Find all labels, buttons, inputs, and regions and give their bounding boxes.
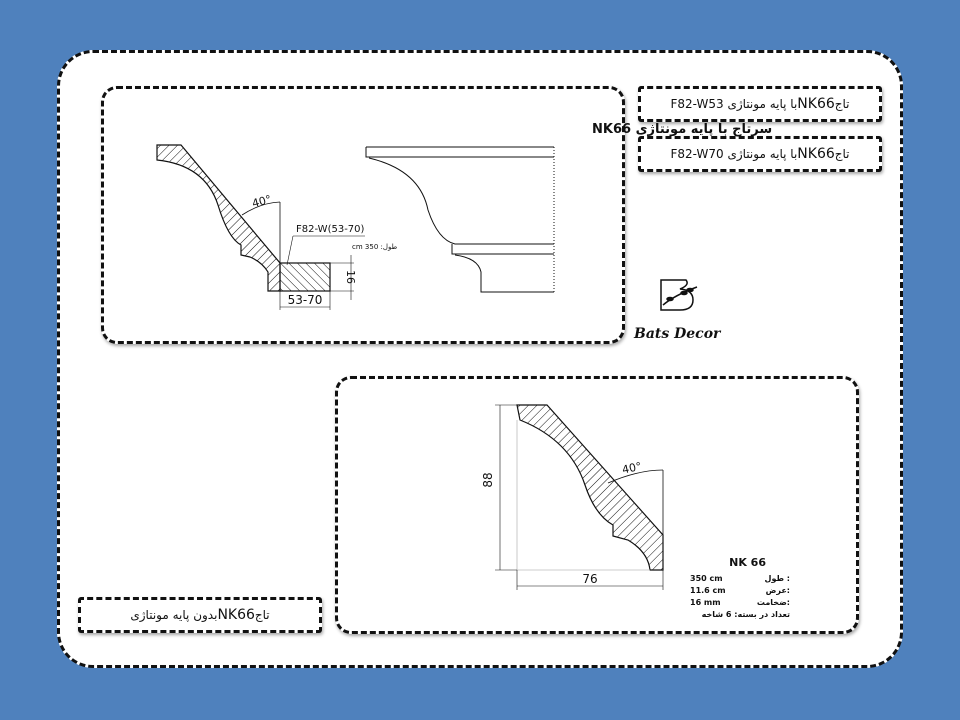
spec-label: عرض: [765,586,790,595]
length-note: طول: 350 cm [352,243,398,251]
top-drawing-panel [101,86,625,344]
spec-row: 16 mm ضخامت: [690,597,790,609]
bats-decor-logo-icon [660,279,698,311]
angle-label-bottom: 40° [621,460,643,477]
angle-label: 40° [251,193,273,211]
label-code: NK66 [217,607,255,623]
spec-table: 350 cm طول : 11.6 cm عرض: 16 mm ضخامت: تعدا… [690,573,790,621]
spec-row: 350 cm طول : [690,573,790,585]
package-note: تعداد در بسته: 6 شاخه [701,610,790,619]
logo-text: Bats Decor [634,326,721,342]
spec-value: 16 mm [690,598,721,607]
base-section [279,262,331,292]
drawing-title: سرتاج با پایه مونتاژی NK66 [592,122,772,137]
spec-value: 11.6 cm [690,586,726,595]
model-name: NK 66 [729,556,766,569]
height-dim-bottom: 88 [481,472,495,487]
label-prefix: تاج [254,608,270,622]
label-suffix: بدون پایه مونتاژی [130,608,218,622]
crown-profile-section [156,144,281,292]
label-code: NK66 [797,96,835,112]
crown-elevation [365,146,555,293]
spec-value: 350 cm [690,574,723,583]
label-code: NK66 [797,146,835,162]
label-prefix: تاج [834,97,850,111]
label-suffix: با پایه مونتاژی F82-W53 [670,97,798,111]
spec-label: طول : [764,574,790,583]
width-dim-bottom: 76 [582,572,597,586]
crown-profile-plain [516,404,664,571]
label-suffix: با پایه مونتاژی F82-W70 [670,147,798,161]
label-prefix: تاج [834,147,850,161]
spec-label: ضخامت: [756,598,790,607]
spec-row: 11.6 cm عرض: [690,585,790,597]
width-dim: 53-70 [288,293,323,307]
height-dim: 16 [344,270,357,284]
base-code: F82-W(53-70) [296,224,365,235]
